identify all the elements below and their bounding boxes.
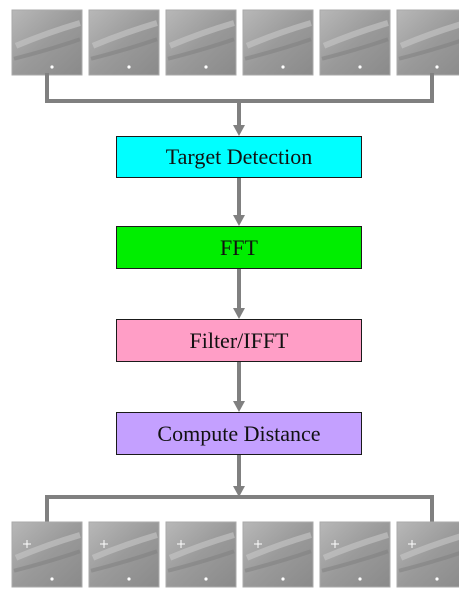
arrow-to-fft-head [233, 215, 245, 226]
input-frame [396, 9, 459, 76]
output-frame [11, 521, 83, 588]
output-frame [319, 521, 391, 588]
connector-lines [45, 73, 434, 524]
fft-box: FFT [116, 226, 362, 269]
arrow-to-distance-head [233, 401, 245, 412]
input-frame [319, 9, 391, 76]
output-frame [396, 521, 459, 588]
filter-ifft-box: Filter/IFFT [116, 319, 362, 362]
output-frame-strip [11, 521, 459, 588]
arrow-to-output-head [233, 486, 245, 497]
compute-distance-box: Compute Distance [116, 412, 362, 455]
output-frame [242, 521, 314, 588]
input-frame-strip [11, 9, 459, 76]
input-frame [165, 9, 237, 76]
arrow-to-detection-head [233, 125, 245, 136]
input-frame [88, 9, 160, 76]
input-frame [242, 9, 314, 76]
output-frame [165, 521, 237, 588]
arrow-to-filter-head [233, 308, 245, 319]
target-detection-box: Target Detection [116, 136, 362, 178]
input-frame [11, 9, 83, 76]
output-frame [88, 521, 160, 588]
